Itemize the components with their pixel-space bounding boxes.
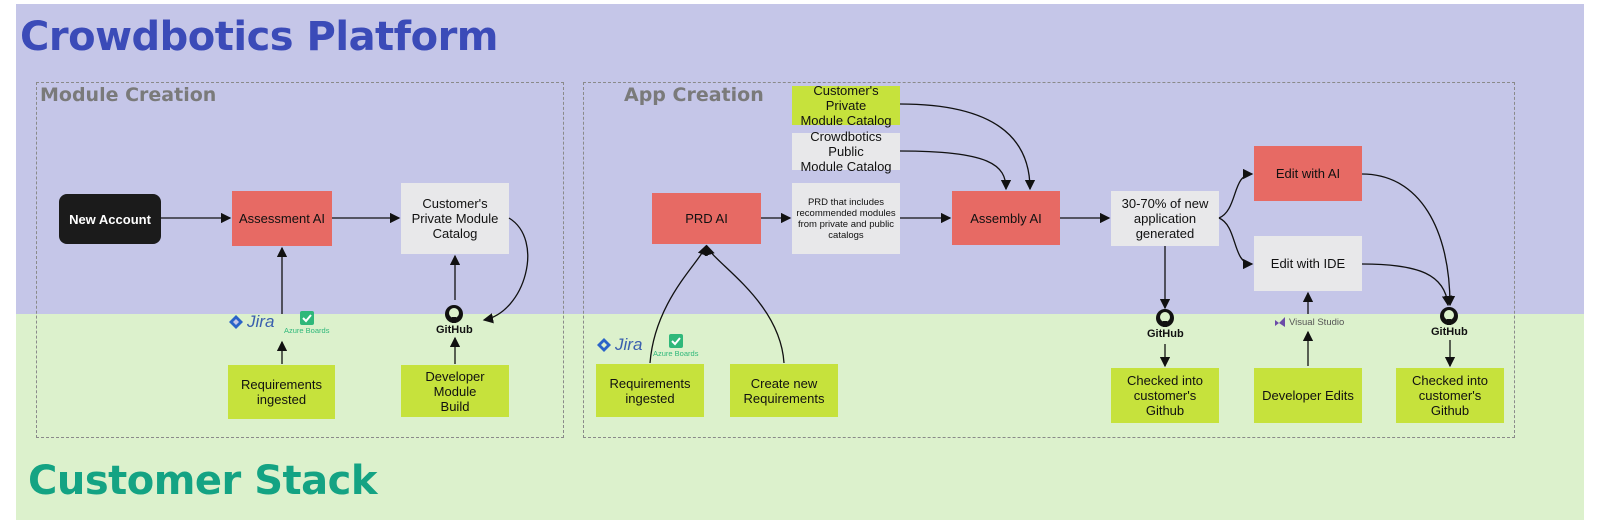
new-account-box: New Account xyxy=(59,194,161,244)
app-github-logo-2: GitHub xyxy=(1431,306,1468,338)
azure-boards-icon xyxy=(299,311,314,325)
module-creation-section xyxy=(36,82,564,438)
assessment-ai-box: Assessment AI xyxy=(232,191,332,246)
arrow-generated-to-edit-ai xyxy=(1218,168,1254,219)
jira-icon xyxy=(597,338,611,352)
app-creation-title: App Creation xyxy=(624,84,764,106)
generated-box: 30-70% of new application generated xyxy=(1111,191,1219,246)
create-new-requirements-box: Create new Requirements xyxy=(730,364,838,417)
arrow-public-to-assembly xyxy=(899,150,1012,191)
arrow-private-to-assembly xyxy=(899,103,1036,191)
developer-module-build-box: Developer Module Build xyxy=(401,365,509,417)
developer-edits-box: Developer Edits xyxy=(1254,368,1362,423)
visual-studio-logo: Visual Studio xyxy=(1274,316,1344,328)
visual-studio-icon xyxy=(1275,317,1285,327)
app-private-catalog-box: Customer's Private Module Catalog xyxy=(792,83,900,128)
edit-with-ai-box: Edit with AI xyxy=(1254,146,1362,201)
requirements-ingested-box: Requirements ingested xyxy=(228,365,335,419)
app-jira-logo: Jira xyxy=(596,335,642,355)
checked-into-github-box-1: Checked into customer's Github xyxy=(1111,368,1219,423)
prd-description-box: PRD that includes recommended modules fr… xyxy=(792,183,900,254)
assembly-ai-box: Assembly AI xyxy=(952,191,1060,245)
platform-title: Crowdbotics Platform xyxy=(20,14,498,60)
arrow-catalog-to-github xyxy=(482,217,529,324)
arrow-req-to-prd xyxy=(649,244,708,364)
arrow-edit-ide-to-github xyxy=(1361,263,1453,307)
app-requirements-ingested-box: Requirements ingested xyxy=(596,364,704,417)
module-creation-title: Module Creation xyxy=(40,84,217,106)
arrow-create-to-prd xyxy=(704,244,785,364)
github-icon xyxy=(1156,309,1175,327)
arrow-generated-to-edit-ide xyxy=(1218,217,1254,270)
github-icon xyxy=(1440,307,1459,325)
app-azure-boards-logo: Azure Boards xyxy=(653,333,698,358)
github-logo: GitHub xyxy=(436,304,473,336)
prd-ai-box: PRD AI xyxy=(652,193,761,244)
public-catalog-box: Crowdbotics Public Module Catalog xyxy=(792,129,900,174)
customer-stack-title: Customer Stack xyxy=(28,458,377,504)
private-catalog-box: Customer's Private Module Catalog xyxy=(401,183,509,254)
edit-with-ide-box: Edit with IDE xyxy=(1254,236,1362,291)
github-icon xyxy=(445,305,464,323)
arrow-edit-ai-to-github xyxy=(1361,173,1456,307)
checked-into-github-box-2: Checked into customer's Github xyxy=(1396,368,1504,423)
jira-logo: Jira xyxy=(228,312,274,332)
azure-boards-logo: Azure Boards xyxy=(284,310,329,335)
azure-boards-icon xyxy=(668,334,683,348)
jira-icon xyxy=(229,315,243,329)
app-github-logo-1: GitHub xyxy=(1147,308,1184,340)
app-creation-section xyxy=(583,82,1515,438)
